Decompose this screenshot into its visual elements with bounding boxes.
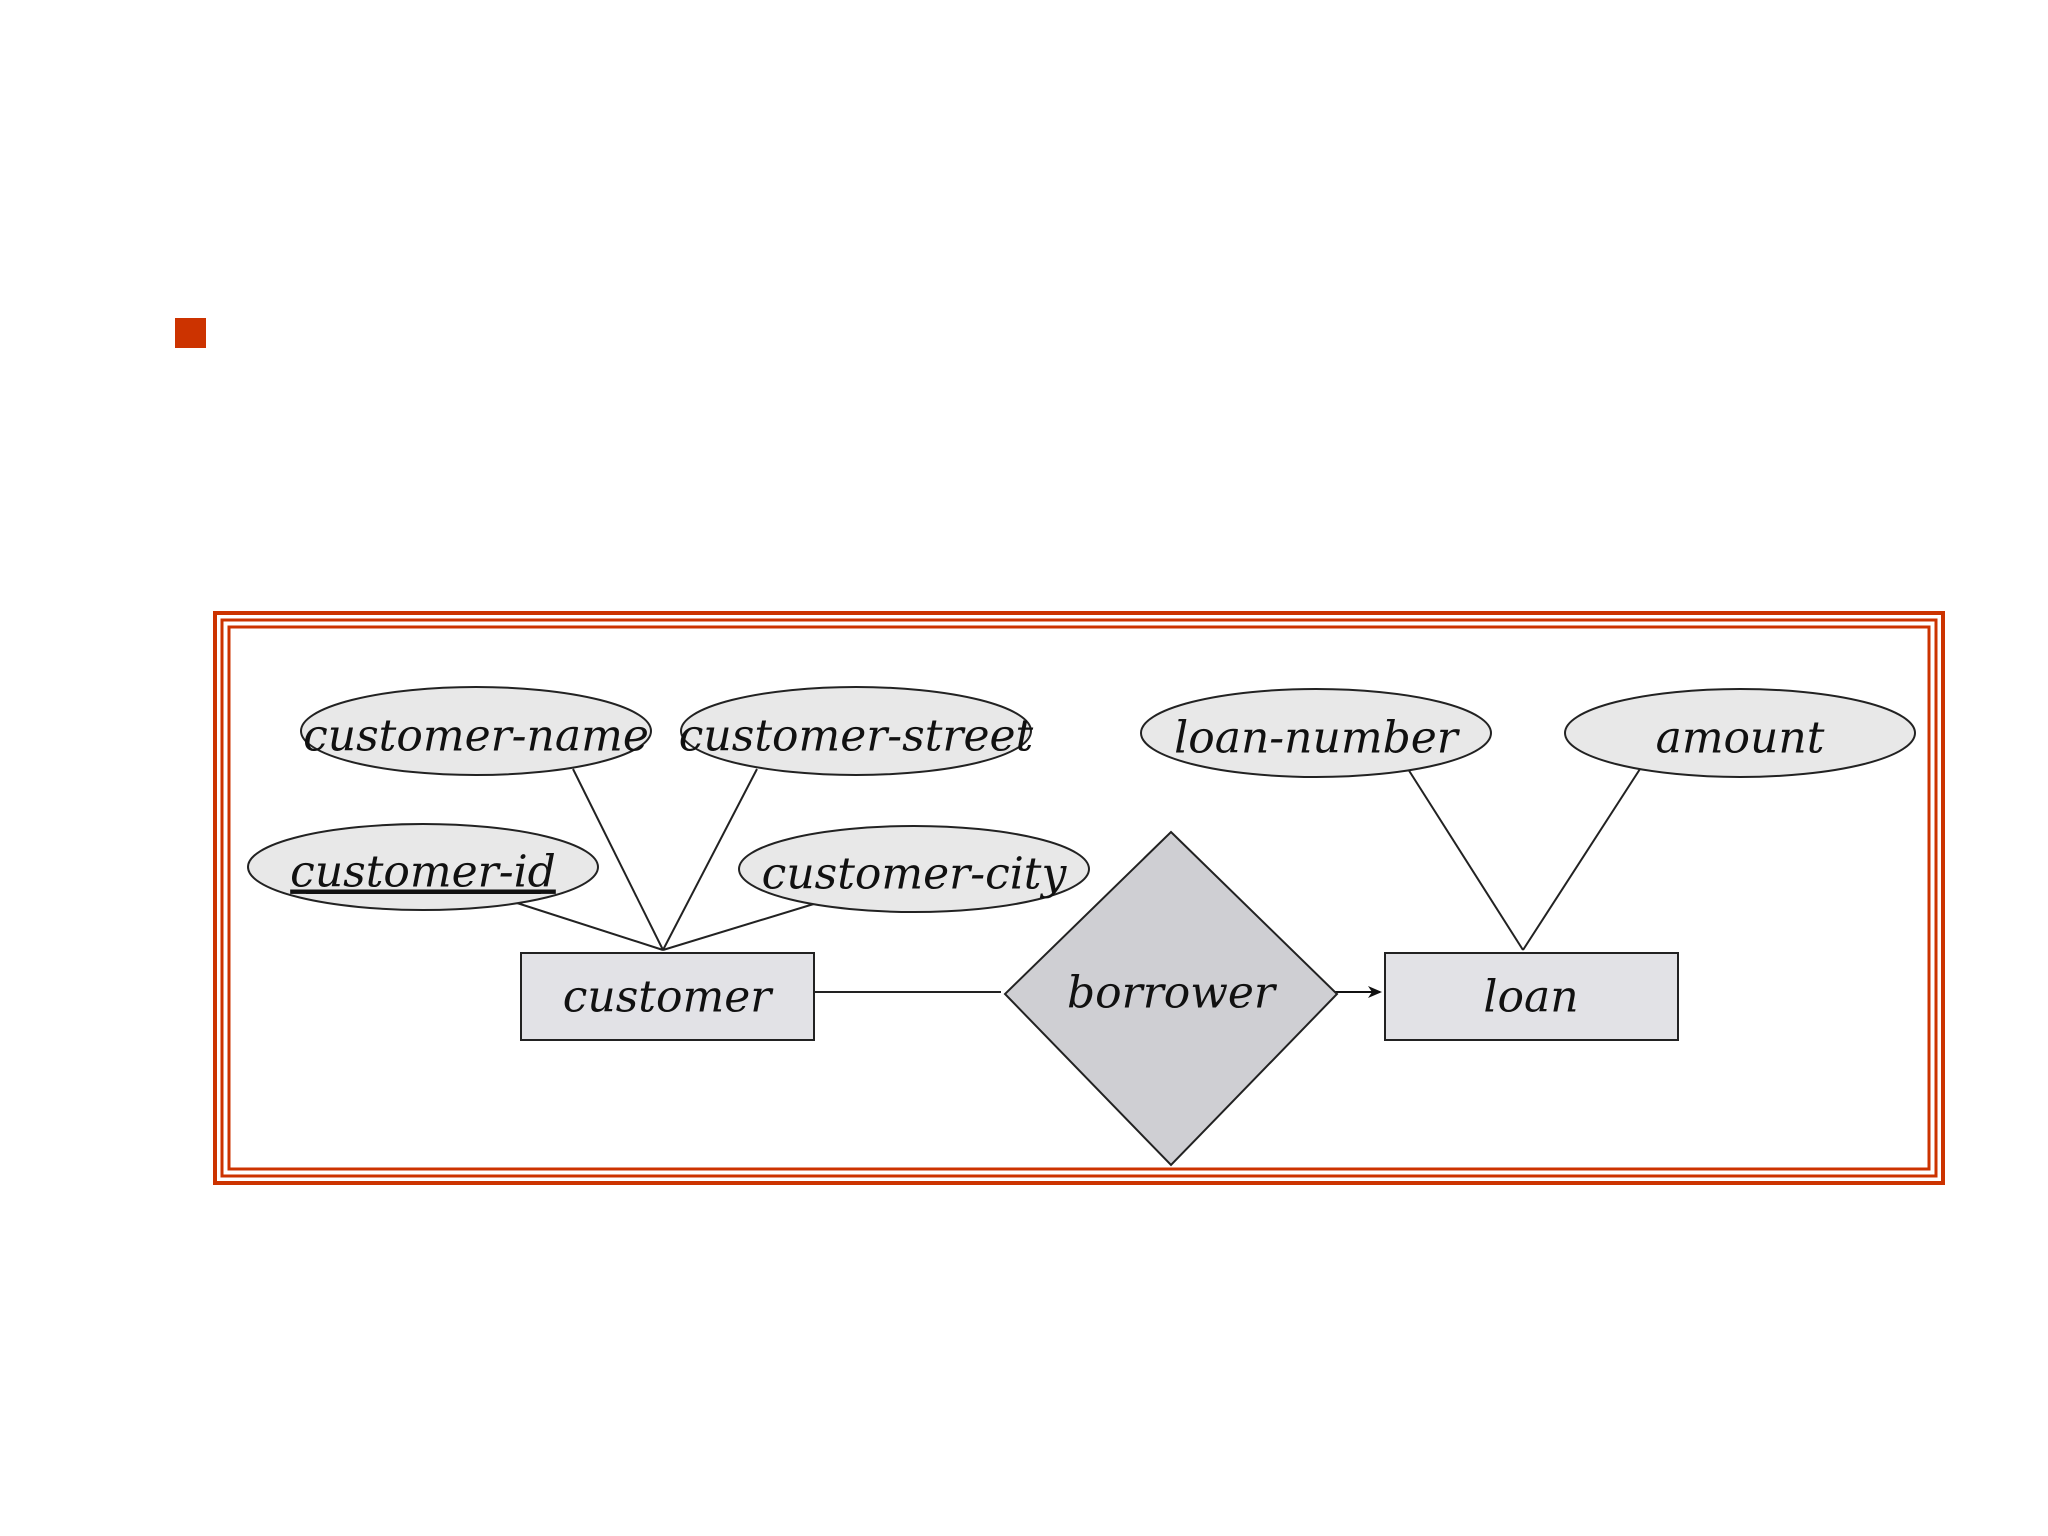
line-loan-number: [1407, 768, 1524, 951]
line-customer-street: [662, 768, 758, 951]
frame-middle-line: [220, 618, 1938, 1178]
attribute-loan-number-label: loan-number: [1174, 713, 1461, 764]
attribute-customer-id-label: customer-id: [290, 847, 556, 898]
attribute-customer-city: customer-city: [738, 825, 1090, 913]
frame-inner-line: [227, 625, 1931, 1171]
attribute-customer-street: customer-street: [679, 686, 1034, 776]
attribute-amount: amount: [1564, 688, 1916, 778]
slide-bullet-icon: [175, 318, 206, 348]
relationship-borrower-label: borrower: [1067, 968, 1278, 1019]
relationship-borrower: borrower: [1003, 830, 1339, 1167]
attribute-customer-street-label: customer-street: [679, 711, 1034, 762]
entity-customer-label: customer: [563, 972, 774, 1023]
entity-loan: loan: [1384, 952, 1679, 1041]
entity-loan-label: loan: [1483, 972, 1578, 1023]
line-customer-city: [662, 902, 818, 951]
attribute-loan-number: loan-number: [1140, 688, 1492, 778]
line-customer-id: [516, 902, 664, 951]
attribute-customer-name: customer-name: [300, 686, 652, 776]
attribute-customer-city-label: customer-city: [762, 849, 1068, 900]
frame-outer-line: [213, 611, 1945, 1185]
line-amount: [1522, 768, 1641, 951]
attribute-amount-label: amount: [1656, 713, 1825, 764]
line-customer-name: [572, 768, 664, 951]
attribute-customer-name-label: customer-name: [303, 711, 649, 762]
attribute-customer-id: customer-id: [247, 823, 599, 911]
entity-customer: customer: [520, 952, 815, 1041]
